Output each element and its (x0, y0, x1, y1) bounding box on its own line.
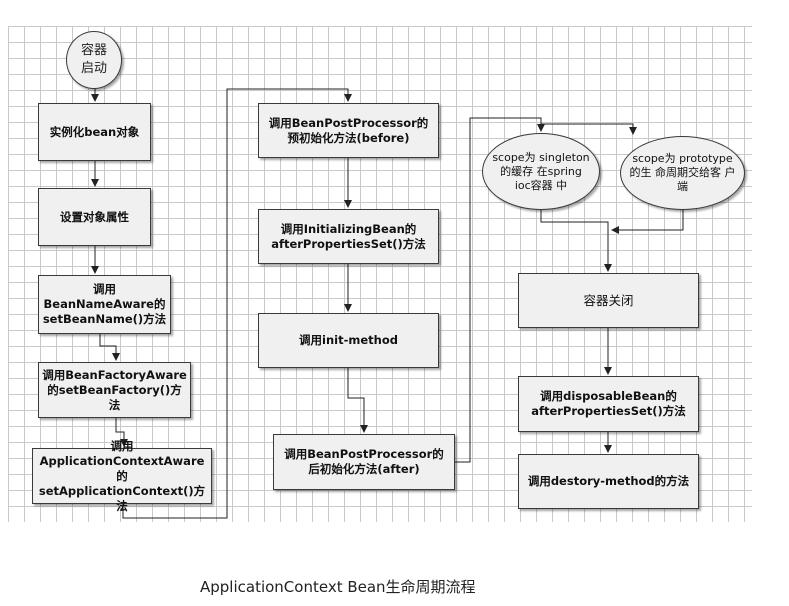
scope-prototype-node: scope为 prototype的生 命周期交给客 户端 (620, 136, 745, 210)
container-close-box: 容器关闭 (518, 273, 699, 328)
applicationcontext-aware-box: 调用 ApplicationContextAware的 setApplicati… (32, 439, 212, 513)
start-label-line: 启动 (80, 61, 107, 76)
arrow-singleton-to-close (540, 210, 612, 272)
box-label-line: 后初始化方法(after) (308, 462, 420, 476)
box-label-line: 调用 (110, 438, 134, 453)
box-label-line: afterPropertiesSet()方法 (531, 404, 686, 418)
box-label-line: 容器关闭 (583, 293, 634, 308)
box-label-line: 调用disposableBean的 (540, 389, 677, 403)
arrow-init-method-to-bpp-after (347, 368, 368, 433)
node-label-line: scope为 (632, 152, 676, 165)
bpp-before-box: 调用BeanPostProcessor的 预初始化方法(before) (258, 103, 439, 158)
diagram-caption: ApplicationContext Bean生命周期流程 (200, 578, 476, 596)
arrow-bpp-after-to-singleton (455, 117, 545, 463)
node-label-line: 中 (556, 178, 568, 192)
box-label-line: ApplicationContextAware的 (39, 453, 205, 483)
beanname-aware-box: 调用 BeanNameAware的 setBeanName()方法 (38, 275, 171, 334)
box-label-line: 调用InitializingBean的 (280, 221, 417, 236)
beanfactory-aware-box: 调用BeanFactoryAware 的setBeanFactory()方 法 (38, 362, 191, 418)
bpp-after-box: 调用BeanPostProcessor的 后初始化方法(after) (273, 434, 455, 490)
start-label-line: 容器 (80, 43, 107, 58)
node-label-line: 户端 (677, 166, 736, 193)
set-properties-box: 设置对象属性 (38, 188, 151, 246)
node-label-line: scope为 (492, 150, 536, 164)
box-label-line: 调用 (93, 282, 116, 296)
box-label-line: setApplicationContext()方法 (38, 483, 206, 513)
node-label-line: singleton的缓存 (500, 150, 590, 178)
box-label-line: setBeanName()方法 (42, 312, 167, 326)
arrow-appcontext-to-bpp-before (122, 88, 352, 519)
box-label-line: 实例化bean对象 (49, 124, 140, 139)
node-label-line: 命周期交给客 (655, 166, 721, 179)
destroy-method-box: 调用destory-method的方法 (518, 454, 699, 509)
node-label-line: prototype的生 (629, 152, 733, 179)
box-label-line: 调用destory-method的方法 (527, 474, 690, 488)
box-label-line: 调用init-method (299, 333, 398, 347)
arrow-beanname-to-beanfactory (99, 334, 120, 361)
node-label-line: 在spring ioc容器 (514, 164, 582, 192)
box-label-line: 的setBeanFactory()方 (47, 382, 182, 397)
box-label-line: afterPropertiesSet()方法 (271, 236, 426, 251)
box-label-line: 法 (108, 397, 121, 412)
instantiate-bean-box: 实例化bean对象 (38, 103, 151, 161)
arrow-beanfactory-to-appcontext (115, 418, 128, 447)
container-start-node: 容器 启动 (66, 31, 122, 89)
arrow-bpp-after-to-prototype (541, 123, 637, 135)
box-label-line: 调用BeanPostProcessor的 (284, 447, 444, 461)
init-method-box: 调用init-method (258, 313, 439, 368)
box-label-line: BeanNameAware的 (43, 297, 166, 311)
arrow-prototype-to-close (611, 208, 684, 234)
initializing-bean-box: 调用InitializingBean的 afterPropertiesSet()… (258, 209, 439, 264)
box-label-line: 调用BeanFactoryAware (42, 367, 187, 382)
box-label-line: 调用BeanPostProcessor的 (268, 115, 429, 130)
box-label-line: 设置对象属性 (60, 209, 129, 224)
box-label-line: 预初始化方法(before) (287, 130, 410, 145)
scope-singleton-node: scope为 singleton的缓存 在spring ioc容器 中 (482, 133, 600, 210)
disposable-bean-box: 调用disposableBean的 afterPropertiesSet()方法 (518, 376, 699, 432)
